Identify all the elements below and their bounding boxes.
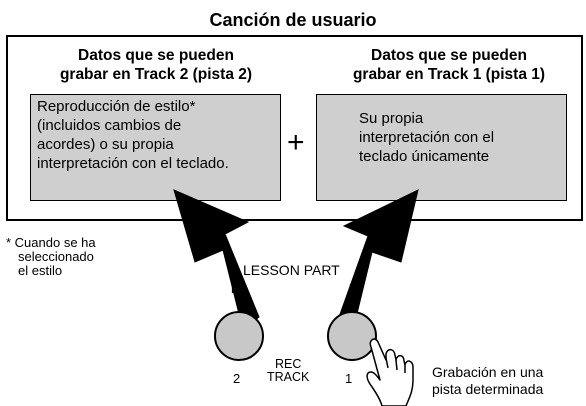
track2-box-line-2: (incluidos cambios de [37,117,182,134]
diagram-title: Canción de usuario [209,10,377,30]
footnote-line-3: el estilo [18,263,63,278]
track2-heading: Datos que se pueden grabar en Track 2 (p… [32,46,280,84]
track1-heading-line-2: grabar en Track 1 (pista 1) [352,66,546,83]
track2-data-box: Reproducción de estilo* (incluidos cambi… [30,94,281,201]
track2-box-line-3: acordes) o su propia [37,136,174,153]
button-left-letter: L [231,281,239,296]
footnote-line-2: seleccionado [18,249,94,264]
recording-note: Grabación en una pista determinada [432,364,543,398]
track1-data-box: Su propia interpretación con el teclado … [316,94,567,201]
plus-sign: + [287,126,305,159]
button-right-number: 1 [345,371,353,386]
pointing-hand-icon [366,338,414,406]
user-song-frame [6,35,583,221]
button-left-number: 2 [233,371,241,386]
track1-heading: Datos que se pueden grabar en Track 1 (p… [325,46,573,84]
rec-track-line-1: REC [274,357,302,371]
rec-track-line-2: TRACK [267,370,310,384]
track2-box-line-1: Reproducción de estilo* [37,98,196,115]
rec-track-label: REC TRACK [267,358,309,384]
track1-box-line-1: Su propia [359,110,424,127]
footnote: * Cuando se ha seleccionado el estilo [6,236,146,278]
track2-button[interactable] [214,311,264,361]
arrow-to-track1 [338,189,419,331]
track1-box-line-3: teclado únicamente [359,148,490,165]
track2-heading-line-1: Datos que se pueden [78,47,234,64]
recording-note-line-1: Grabación en una [432,364,544,380]
button-right-letter: R [349,281,359,296]
recording-note-line-2: pista determinada [432,381,544,397]
arrow-to-track2 [173,189,260,331]
track1-box-line-2: interpretación con el [359,129,495,146]
track1-button[interactable] [327,311,377,361]
track2-heading-line-2: grabar en Track 2 (pista 2) [59,66,253,83]
lesson-part-label: LESSON PART [243,262,340,278]
track1-heading-line-1: Datos que se pueden [371,47,527,64]
footnote-line-1: * Cuando se ha [6,235,96,250]
track2-box-line-4: interpretación con el teclado. [37,155,229,172]
